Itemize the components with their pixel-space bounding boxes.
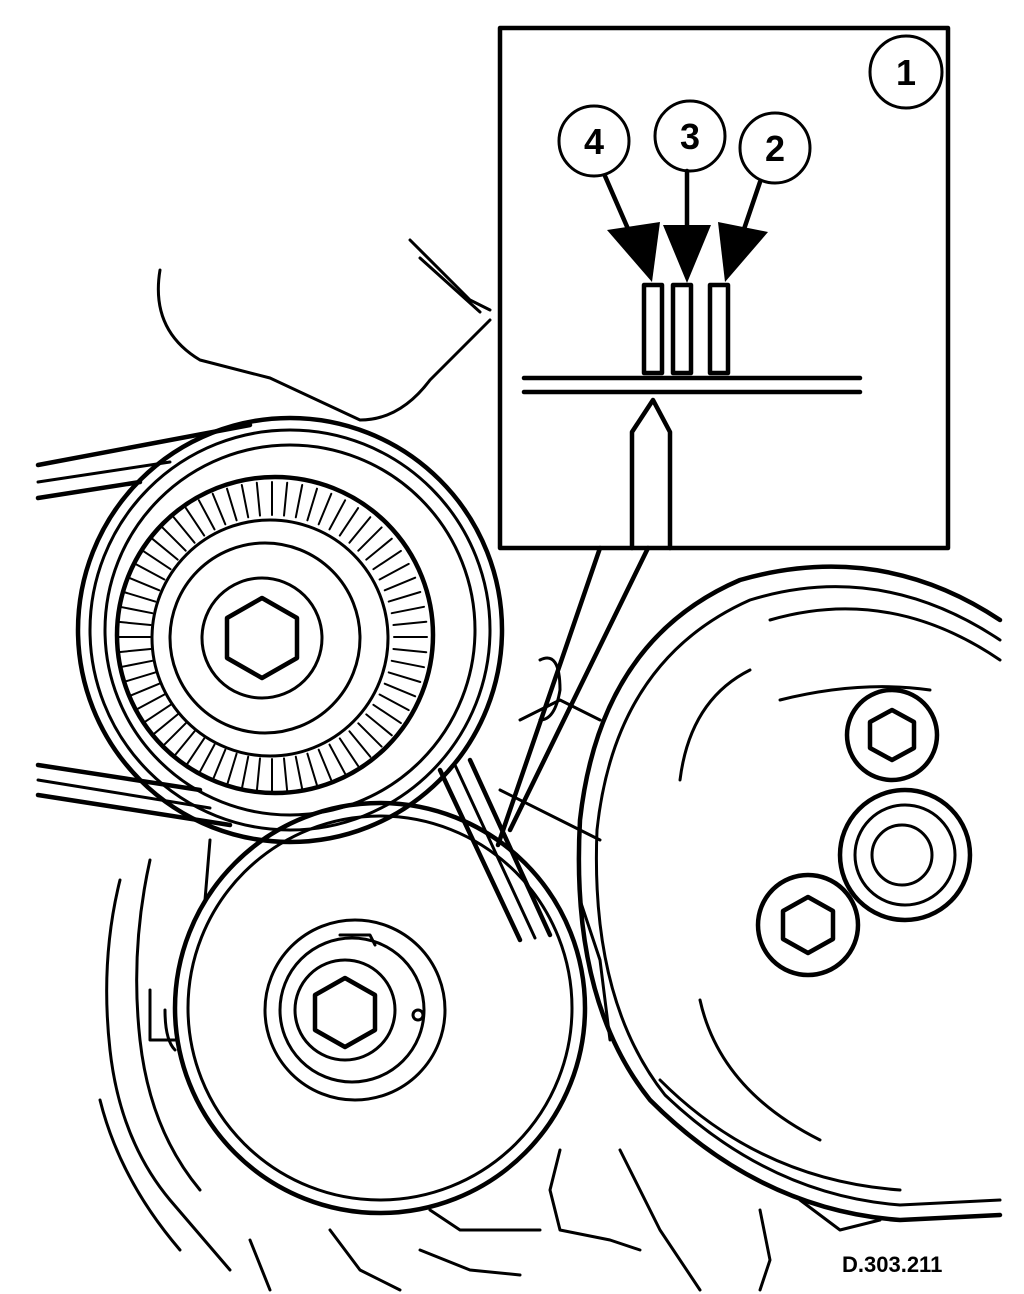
pulley-rib	[294, 755, 304, 790]
pulley-rib	[240, 484, 250, 519]
pulley-rib	[122, 591, 157, 603]
pulley-rib	[184, 737, 206, 767]
callout-circle-3	[653, 99, 727, 173]
detail-leader-lines	[495, 545, 651, 848]
pulley-rib	[387, 671, 422, 683]
pulley-rib	[119, 659, 154, 669]
pulley-rib	[197, 743, 216, 775]
crankshaft-pulley	[576, 564, 1003, 1223]
pulley-rib	[283, 481, 289, 517]
pulley-rib	[255, 757, 261, 793]
mark-2	[707, 282, 731, 376]
idler-pulley	[163, 800, 588, 1216]
engine-background-lines	[98, 238, 882, 1292]
pulley-rib	[172, 730, 196, 758]
pulley-rib	[328, 499, 347, 531]
pulley-rib	[142, 703, 172, 725]
arrow-3	[663, 168, 711, 283]
callout-label-3: 3	[680, 116, 700, 157]
pulley-rib	[226, 752, 238, 787]
idler-bolt-head	[312, 975, 378, 1050]
mark-3	[670, 282, 694, 376]
pulley-rib	[211, 748, 227, 782]
callout-circle-1	[868, 34, 944, 110]
callout-label-1: 1	[896, 52, 916, 93]
pointer-indicator	[629, 397, 673, 551]
pulley-rib	[390, 605, 425, 615]
pulley-rib	[122, 671, 157, 683]
tensioner-pulley	[75, 415, 505, 845]
pulley-bolt-lower	[780, 894, 836, 956]
pulley-rib	[226, 487, 238, 522]
pulley-rib	[392, 648, 428, 654]
pulley-rib	[372, 703, 402, 725]
pulley-rib	[255, 481, 261, 517]
pulley-rib	[142, 549, 172, 571]
pulley-rib	[317, 492, 333, 526]
pulley-rib	[184, 507, 206, 537]
pulley-rib	[348, 730, 372, 758]
drive-belt	[35, 422, 553, 943]
arrow-2	[718, 179, 768, 282]
pulley-rib	[119, 605, 154, 615]
pulley-rib	[372, 549, 402, 571]
pulley-rib	[294, 484, 304, 519]
pulley-rib	[211, 492, 227, 526]
detail-inset: 1 4 3 2	[497, 25, 951, 551]
pulley-rib	[306, 487, 318, 522]
pulley-rib	[134, 562, 166, 581]
pulley-rib	[357, 526, 383, 552]
pulley-rib	[127, 682, 161, 698]
pulley-rib	[390, 659, 425, 669]
pulley-rib	[392, 620, 428, 626]
pulley-rib	[306, 752, 318, 787]
tensioner-bolt-head	[224, 595, 300, 681]
callout-label-4: 4	[584, 121, 604, 162]
pulley-rib	[383, 576, 417, 592]
arrow-4	[602, 173, 660, 282]
reference-code: D.303.211	[842, 1252, 942, 1277]
pulley-rib	[283, 757, 289, 793]
pulley-rib	[127, 576, 161, 592]
pulley-rib	[116, 648, 152, 654]
pulley-rib	[378, 693, 410, 712]
pulley-rib	[172, 516, 196, 544]
pulley-rib	[338, 737, 360, 767]
pulley-rib	[134, 693, 166, 712]
pulley-rib	[378, 562, 410, 581]
pulley-rib	[240, 755, 250, 790]
callout-circle-4	[557, 104, 631, 178]
pulley-rib	[365, 713, 393, 737]
mark-4	[641, 282, 665, 376]
pulley-rib	[151, 537, 179, 561]
pulley-rib	[161, 722, 187, 748]
pulley-rib	[357, 722, 383, 748]
pulley-bolt-upper	[867, 707, 917, 763]
pulley-rib	[317, 748, 333, 782]
pulley-rib	[383, 682, 417, 698]
pulley-rib	[328, 743, 347, 775]
pulley-rib	[387, 591, 422, 603]
pulley-rib	[116, 620, 152, 626]
pulley-rib	[151, 713, 179, 737]
pulley-ribs	[116, 481, 428, 793]
pulley-rib	[365, 537, 393, 561]
pulley-rib	[348, 516, 372, 544]
callout-label-2: 2	[765, 128, 785, 169]
pulley-rib	[197, 499, 216, 531]
pulley-rib	[338, 507, 360, 537]
pulley-rib	[161, 526, 187, 552]
callout-circle-2	[738, 111, 812, 185]
